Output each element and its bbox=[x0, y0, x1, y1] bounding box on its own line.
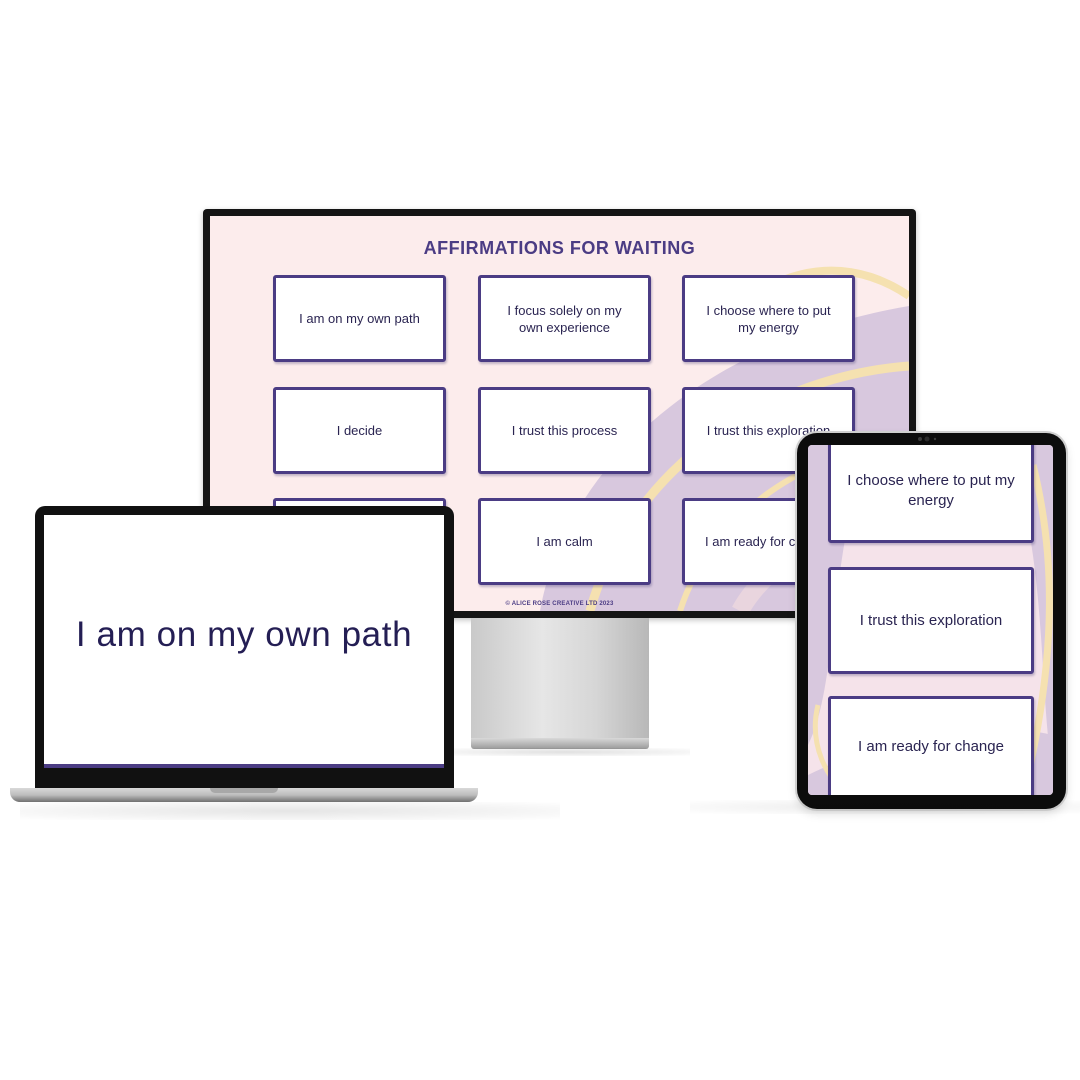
affirmation-card[interactable]: I choose where to put my energy bbox=[682, 275, 855, 362]
laptop-shadow bbox=[20, 802, 560, 820]
slide-bottom-bar bbox=[44, 764, 444, 768]
laptop-base bbox=[10, 788, 478, 802]
affirmation-card[interactable]: I choose where to put my energy bbox=[828, 445, 1034, 543]
camera-icon bbox=[918, 436, 937, 442]
page-title: AFFIRMATIONS FOR WAITING bbox=[423, 238, 696, 258]
affirmation-card[interactable]: I decide bbox=[273, 387, 446, 474]
affirmation-card[interactable]: I am ready for change bbox=[828, 696, 1034, 795]
laptop-notch bbox=[210, 788, 278, 793]
monitor-stand bbox=[471, 618, 649, 742]
affirmation-slide-text: I am on my own path bbox=[75, 615, 413, 654]
affirmation-card[interactable]: I trust this process bbox=[478, 387, 651, 474]
affirmation-card[interactable]: I focus solely on my own experience bbox=[478, 275, 651, 362]
affirmation-card[interactable]: I am calm bbox=[478, 498, 651, 585]
affirmation-card[interactable]: I am on my own path bbox=[273, 275, 446, 362]
laptop-screen: I am on my own path bbox=[44, 515, 444, 768]
tablet: I choose where to put my energy I trust … bbox=[797, 433, 1066, 809]
tablet-shadow bbox=[690, 800, 1080, 814]
copyright-footer: © ALICE ROSE CREATIVE LTD 2023 bbox=[505, 601, 614, 607]
monitor-shadow bbox=[440, 748, 690, 756]
laptop: I am on my own path bbox=[35, 506, 454, 790]
monitor-stand-base bbox=[471, 738, 649, 749]
tablet-screen: I choose where to put my energy I trust … bbox=[808, 445, 1053, 795]
affirmation-card[interactable]: I trust this exploration bbox=[828, 567, 1034, 674]
